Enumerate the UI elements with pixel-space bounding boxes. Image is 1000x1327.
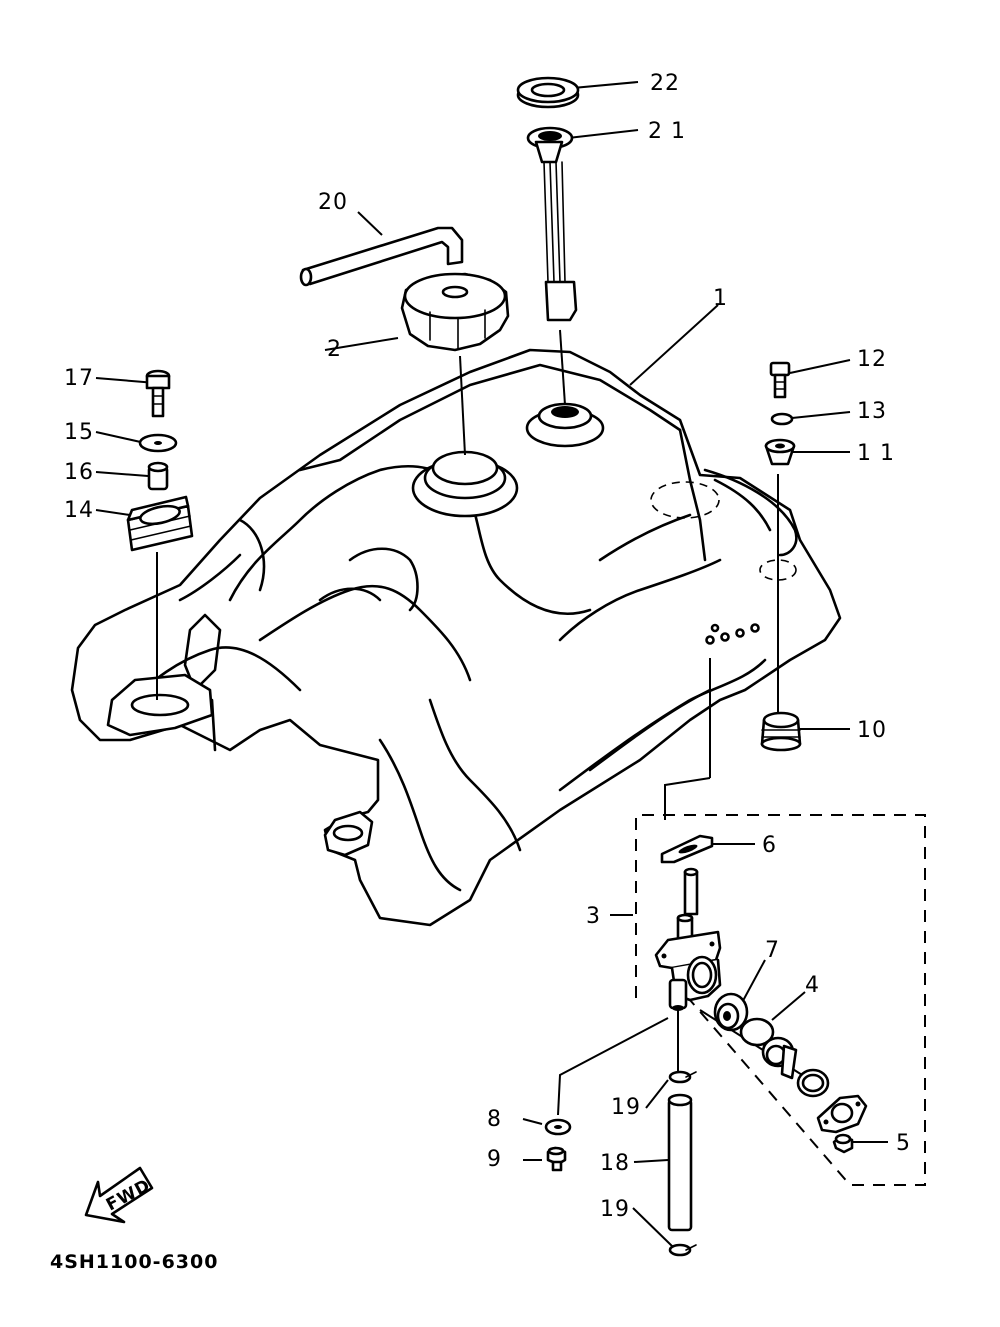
callout-19-upper: 19 xyxy=(611,1095,641,1120)
callout-16: 16 xyxy=(64,460,94,485)
clip-19-upper xyxy=(668,1070,697,1084)
collar-16 xyxy=(147,461,169,491)
fuel-tank xyxy=(70,348,842,927)
gauge-cap xyxy=(516,76,580,109)
callout-12: 12 xyxy=(857,347,887,372)
washer-15 xyxy=(138,433,178,453)
fuel-cap xyxy=(400,272,510,352)
callout-4: 4 xyxy=(805,973,820,998)
callout-15: 15 xyxy=(64,420,94,445)
o-ring xyxy=(796,1068,830,1098)
seal-4 xyxy=(739,1017,775,1047)
callout-6: 6 xyxy=(762,833,777,858)
cock-lever xyxy=(761,1036,798,1080)
callout-7: 7 xyxy=(765,938,780,963)
fuel-gauge xyxy=(526,126,578,322)
callout-labels: 1 2 3 4 5 6 7 8 9 10 1 1 12 13 14 15 16 … xyxy=(64,71,911,1222)
callout-22: 22 xyxy=(650,71,680,96)
callout-13: 13 xyxy=(857,399,887,424)
callout-10: 10 xyxy=(857,718,887,743)
callout-20: 20 xyxy=(318,190,348,215)
clip-19-lower xyxy=(668,1243,697,1257)
bolt-12 xyxy=(769,361,791,399)
diagram-code: 4SH1100-6300 xyxy=(50,1251,218,1273)
gasket-6 xyxy=(660,834,714,864)
callout-18: 18 xyxy=(600,1151,630,1176)
callout-11: 1 1 xyxy=(857,441,895,466)
washer-8 xyxy=(544,1118,572,1136)
callout-8: 8 xyxy=(487,1107,502,1132)
callout-2: 2 xyxy=(327,337,342,362)
callout-14: 14 xyxy=(64,498,94,523)
strainer-7 xyxy=(713,992,749,1032)
collar-11 xyxy=(764,438,796,466)
drain-screw-9 xyxy=(546,1146,567,1172)
callout-1: 1 xyxy=(713,286,728,311)
bolt-17 xyxy=(145,369,171,418)
breather-hose xyxy=(299,226,464,287)
cover-plate xyxy=(816,1094,868,1134)
washer-13 xyxy=(770,412,794,426)
fuel-cock xyxy=(654,867,722,1011)
damper-10 xyxy=(760,711,802,752)
callout-17: 17 xyxy=(64,366,94,391)
screw-5 xyxy=(832,1133,854,1154)
callout-19-lower: 19 xyxy=(600,1197,630,1222)
callout-5: 5 xyxy=(896,1131,911,1156)
callout-21: 2 1 xyxy=(648,119,686,144)
callout-9: 9 xyxy=(487,1147,502,1172)
callout-3: 3 xyxy=(586,904,601,929)
fuel-hose-18 xyxy=(667,1093,693,1232)
fwd-arrow-icon: FWD xyxy=(84,1166,154,1224)
damper-14 xyxy=(126,495,194,552)
